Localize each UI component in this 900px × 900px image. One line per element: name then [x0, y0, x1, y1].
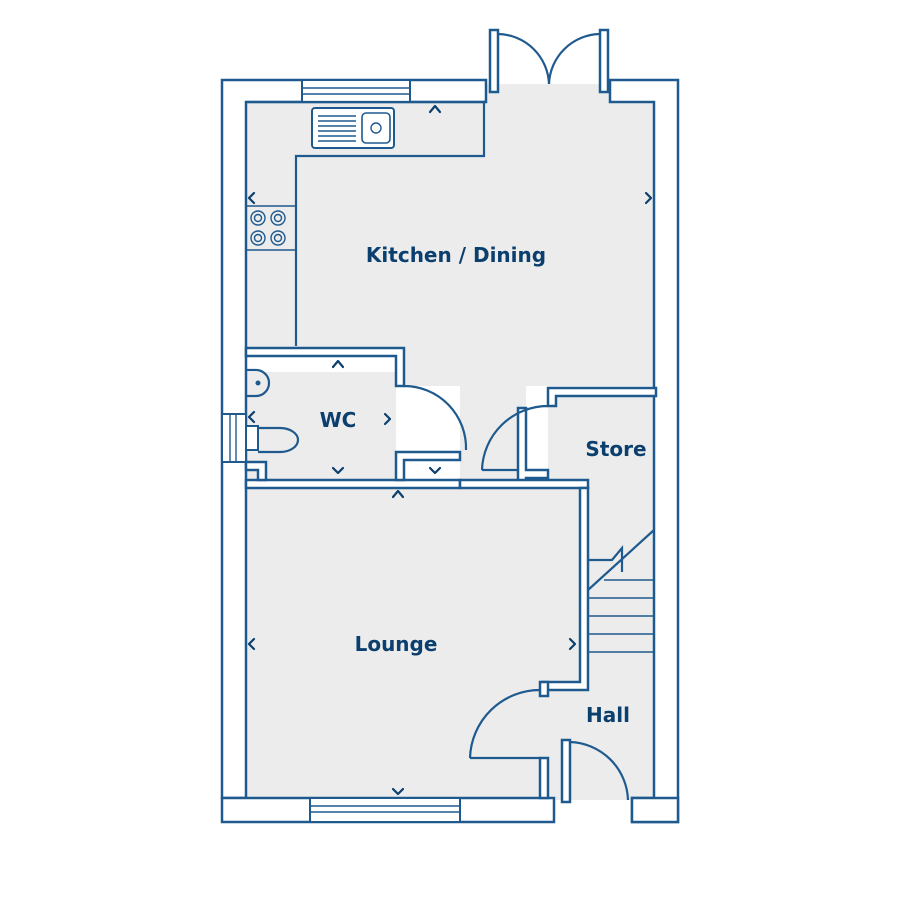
- room-label-wc: WC: [320, 408, 357, 432]
- stairs: [587, 529, 655, 653]
- toilet-icon: [245, 425, 300, 454]
- front-door: [560, 738, 630, 804]
- sink-icon: [311, 107, 395, 149]
- basin-icon: [246, 368, 271, 398]
- room-label-kitchen: Kitchen / Dining: [366, 243, 546, 267]
- room-label-lounge: Lounge: [355, 632, 438, 656]
- hob-icon: [250, 210, 286, 246]
- floor-fill: [246, 84, 654, 800]
- wc-walls: [244, 346, 462, 490]
- wc-door: [403, 384, 468, 451]
- lounge-window: [309, 797, 461, 823]
- room-label-hall: Hall: [586, 703, 630, 727]
- kitchen-window: [301, 79, 411, 103]
- wc-window: [221, 413, 247, 463]
- store-door: [480, 404, 549, 472]
- direction-marks: [247, 104, 653, 796]
- room-label-store: Store: [585, 437, 646, 461]
- lounge-door: [468, 680, 550, 800]
- kitchen-worktop: [246, 100, 486, 346]
- french-doors: [488, 28, 610, 94]
